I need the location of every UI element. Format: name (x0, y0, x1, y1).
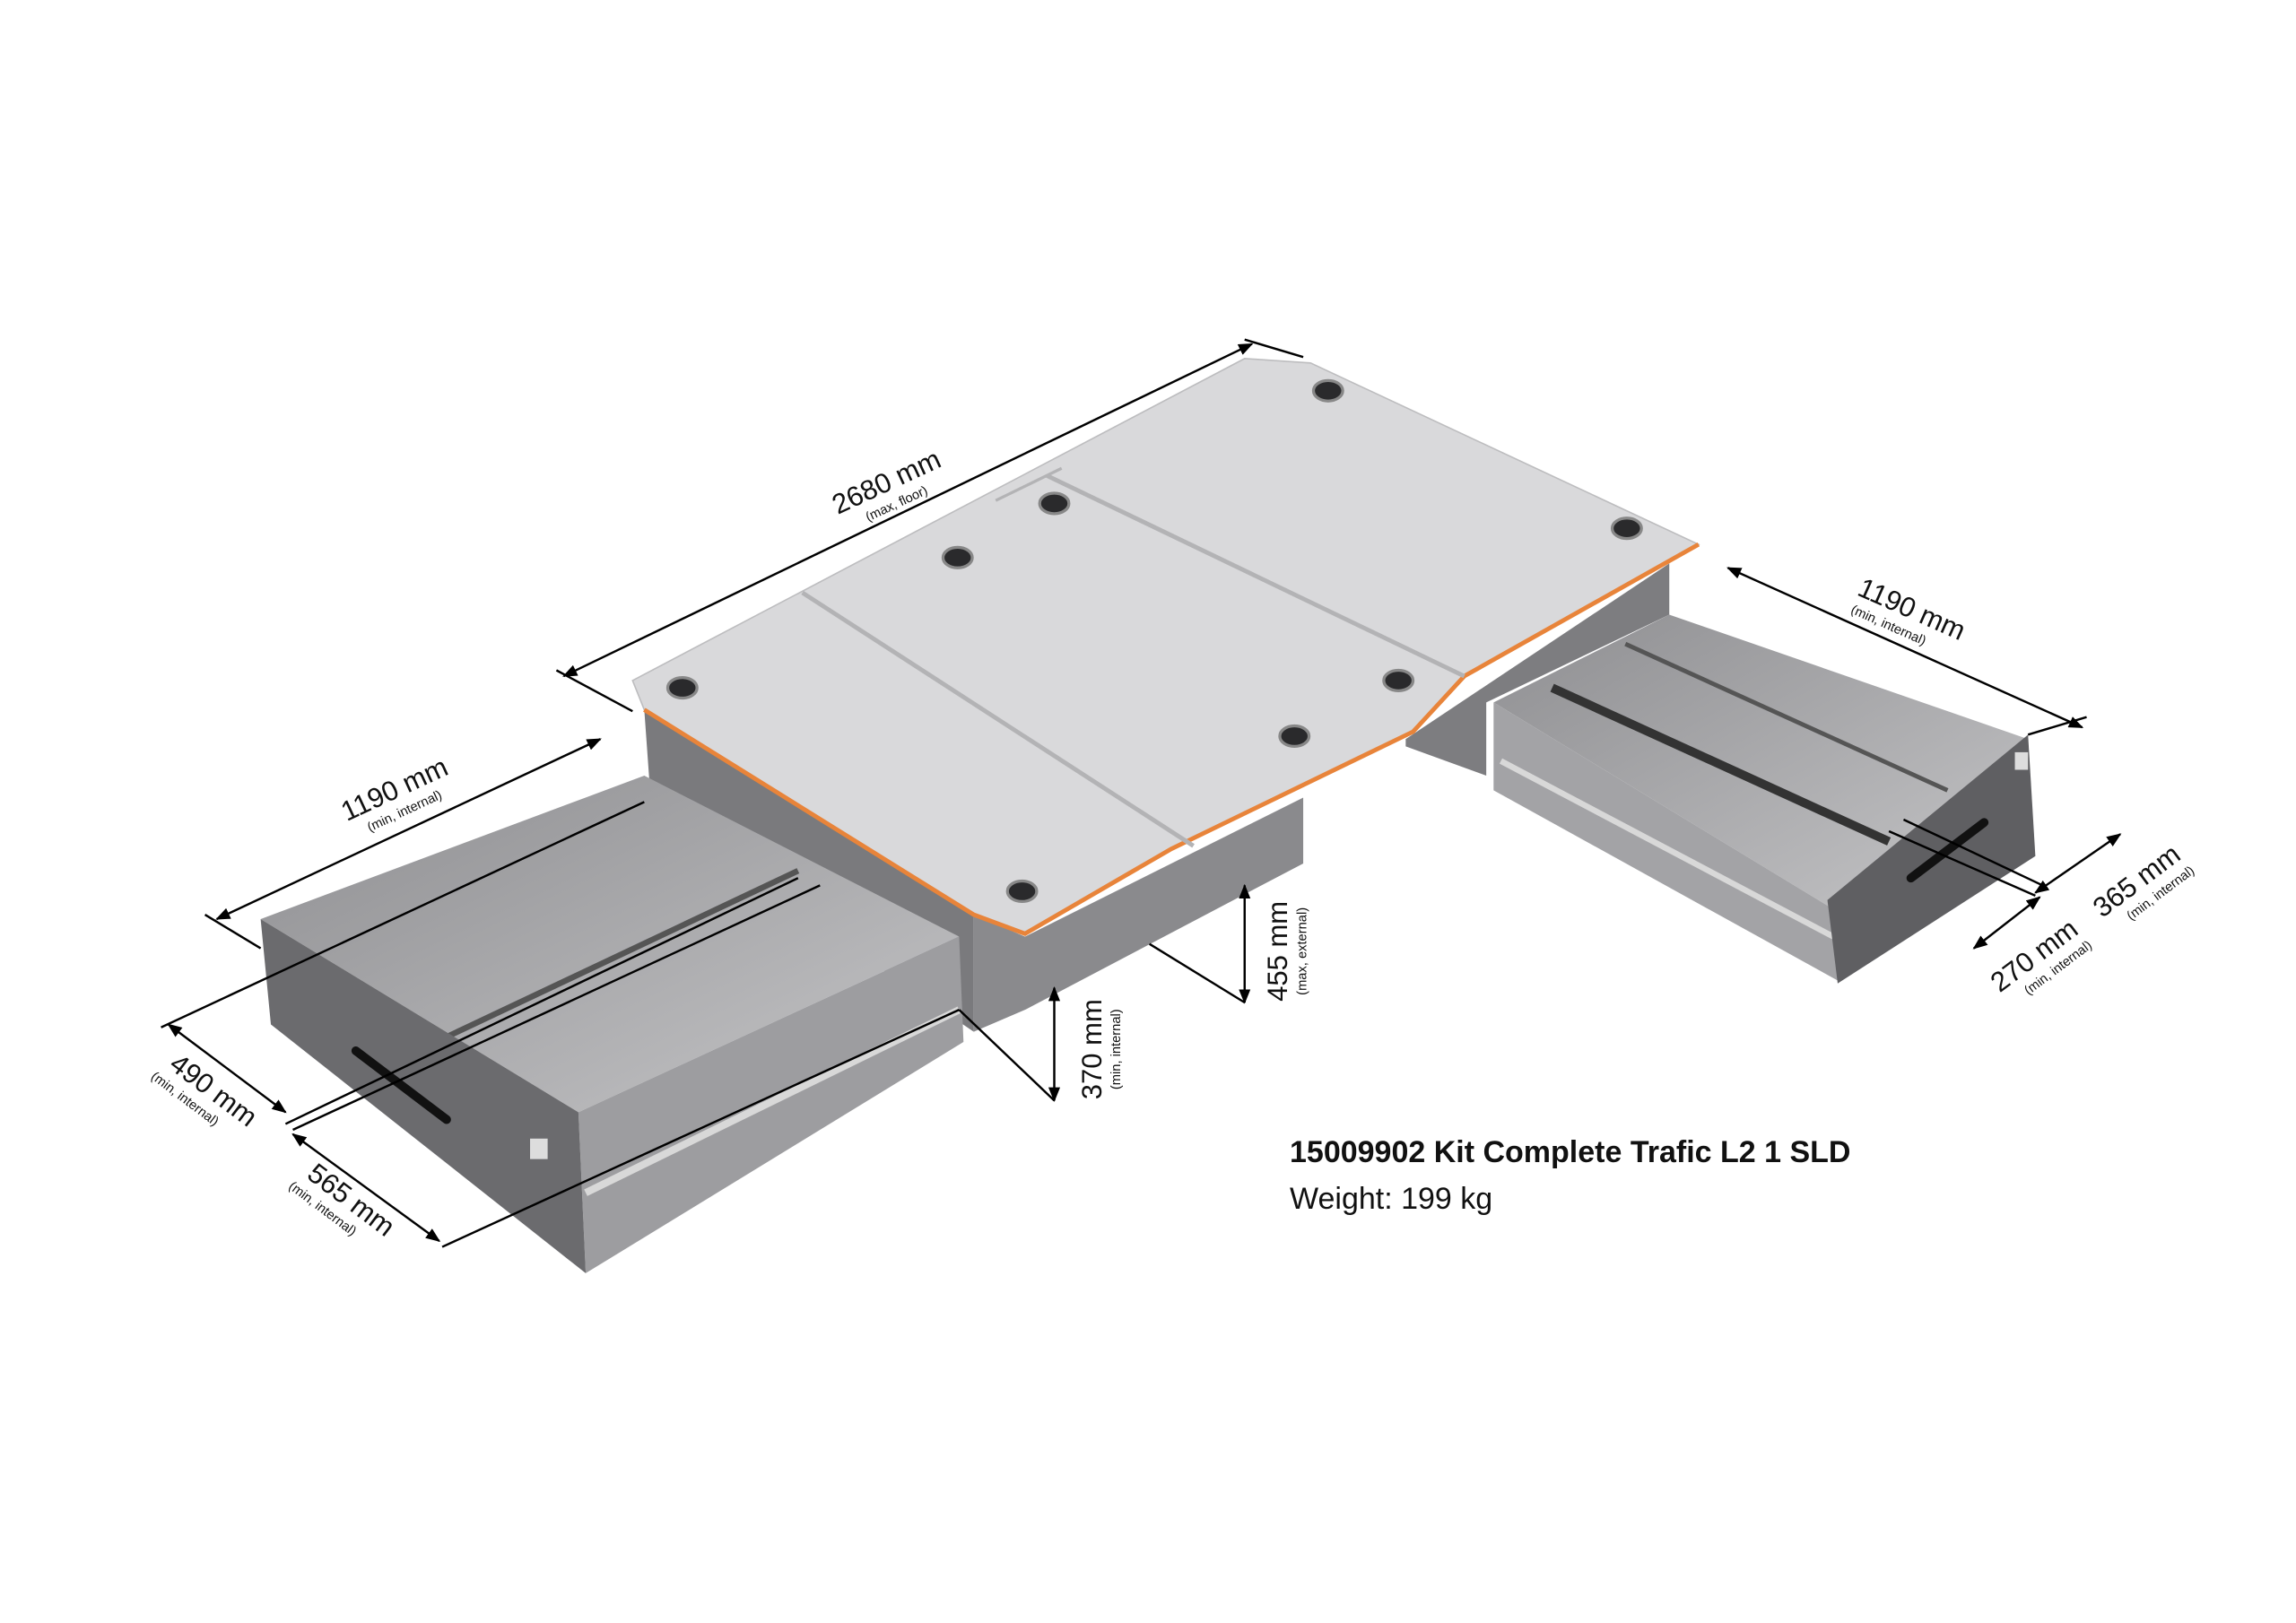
drawer-handle (351, 1046, 451, 1124)
right-drawer (1493, 614, 2036, 984)
left-drawer-front (260, 918, 587, 1273)
dim-right-width-b: 365 mm (min, internal) (2087, 838, 2197, 924)
product-title: 15009902 Kit Complete Trafic L2 1 SLD (1290, 1135, 1851, 1169)
svg-text:(max, external): (max, external) (1295, 907, 1309, 995)
drawer-handle (1906, 818, 1989, 883)
dim-drawer-height: 370 mm (min, internal) (1076, 999, 1124, 1099)
svg-text:455 mm: 455 mm (1262, 901, 1293, 1002)
svg-text:370 mm: 370 mm (1076, 999, 1108, 1099)
product-weight: Weight: 199 kg (1290, 1182, 1493, 1216)
dim-left-width-b: 565 mm (min, internal) (286, 1157, 401, 1242)
svg-text:(min, internal): (min, internal) (1109, 1009, 1124, 1089)
dimension-lines (161, 338, 2122, 1248)
dim-total-height: 455 mm (max, external) (1262, 901, 1309, 1002)
dim-right-drawer-length: 1190 mm (min, internal) (1848, 571, 1970, 648)
dim-left-drawer-length: 1190 mm (min, internal) (336, 751, 453, 835)
dim-left-width-a: 490 mm (min, internal) (148, 1047, 263, 1133)
